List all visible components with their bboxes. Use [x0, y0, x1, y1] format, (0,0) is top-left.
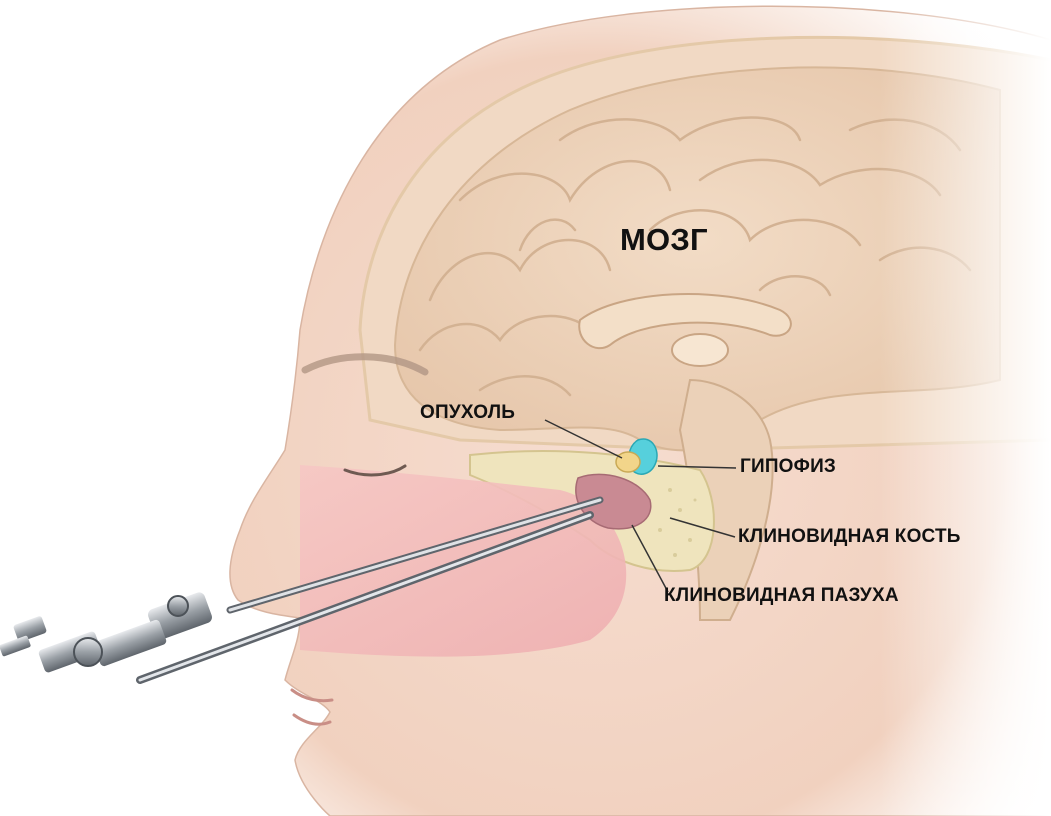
sphenoid-sinus-label: КЛИНОВИДНАЯ ПАЗУХА: [664, 585, 899, 607]
brain-label: МОЗГ: [620, 222, 708, 258]
tumor-label: ОПУХОЛЬ: [420, 402, 515, 424]
pituitary-label: ГИПОФИЗ: [740, 456, 836, 478]
tumor-shape: [616, 452, 640, 472]
right-fade: [880, 0, 1051, 816]
thalamus: [672, 334, 728, 366]
sphenoid-bone-label: КЛИНОВИДНАЯ КОСТЬ: [738, 526, 961, 548]
